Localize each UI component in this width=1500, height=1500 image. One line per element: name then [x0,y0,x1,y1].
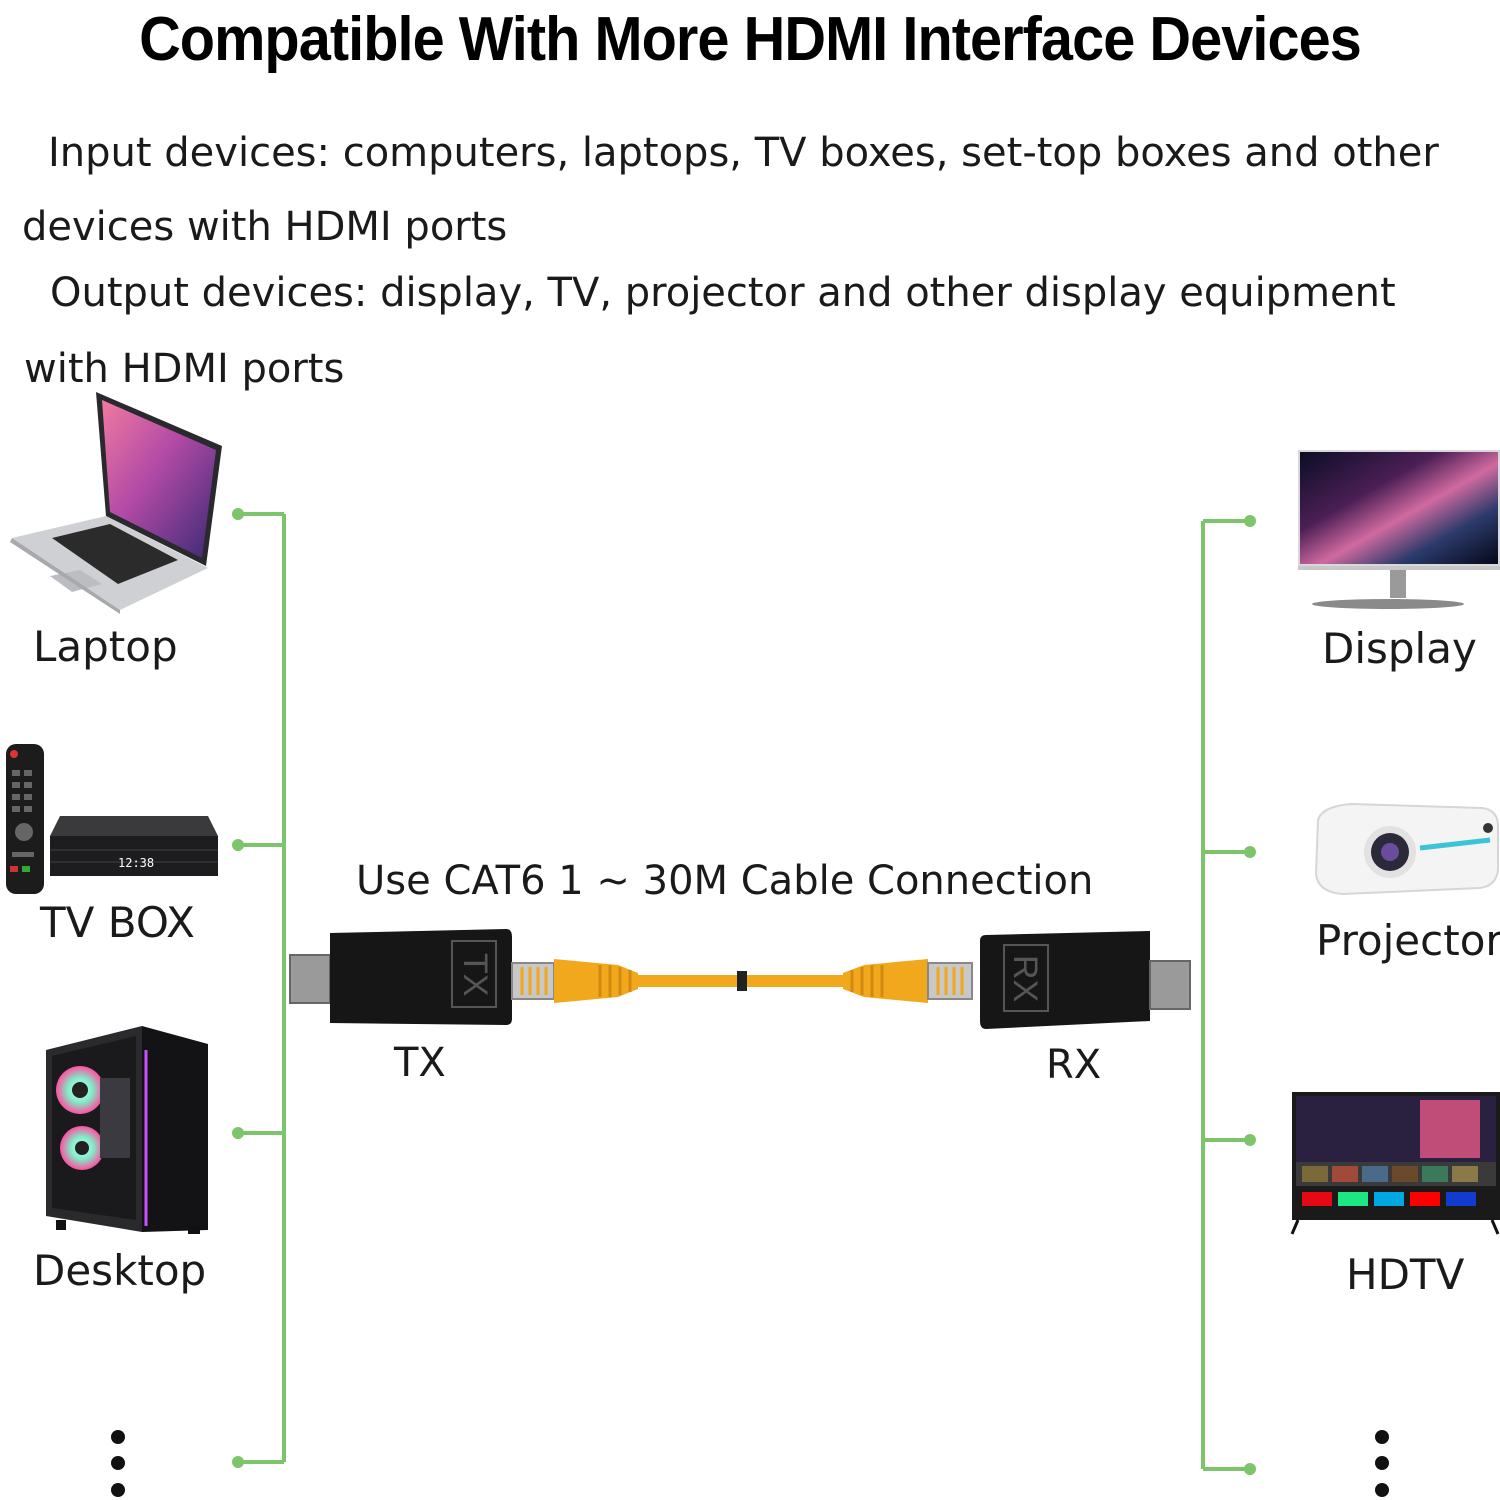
more-outputs-dot [1375,1456,1389,1470]
tx-rj45-plug [511,962,555,1000]
output-node [1244,515,1256,527]
input-bracket [238,512,286,1464]
device-label-projector: Projector [1316,916,1500,965]
tx-adapter-text: TX [456,953,494,996]
output-node [1244,846,1256,858]
input-description-line2: devices with HDMI ports [22,204,508,250]
page-title: Compatible With More HDMI Interface Devi… [139,5,1362,74]
rx-cable-boot [843,959,928,1003]
tx-adapter [330,929,512,1025]
device-label-desktop: Desktop [33,1246,207,1295]
cable-break [737,971,747,991]
extender-assembly: TX RX [289,929,1191,1029]
laptop-icon [10,392,222,614]
hdtv-icon [1290,1092,1500,1235]
input-node [232,1127,244,1139]
rx-label: RX [1046,1042,1102,1088]
more-outputs-dot [1375,1483,1389,1497]
rx-rj45-plug [927,962,973,1000]
rx-hdmi-plug [1149,960,1191,1010]
cable-caption: Use CAT6 1 ~ 30M Cable Connection [356,858,1094,904]
input-node [232,508,244,520]
input-description-line1: Input devices: computers, laptops, TV bo… [48,130,1439,176]
more-inputs-dot [111,1430,125,1444]
tx-hdmi-plug [289,954,331,1004]
device-label-laptop: Laptop [33,622,178,671]
tv-box-icon: 12:38 [6,744,218,894]
output-node [1244,1134,1256,1146]
device-label-hdtv: HDTV [1346,1250,1465,1299]
rx-adapter-text: RX [1006,955,1044,1002]
more-outputs-dot [1375,1430,1389,1444]
more-inputs-dot [111,1483,125,1497]
output-bracket [1201,519,1250,1471]
projector-icon [1314,802,1499,896]
device-label-tv-box: TV BOX [40,898,195,947]
desktop-icon [46,1026,208,1234]
output-node [1244,1463,1256,1475]
monitor-icon [1298,450,1500,609]
tx-cable-boot [554,959,638,1003]
tvbox-clock: 12:38 [118,856,154,870]
input-node [232,1456,244,1468]
output-description-line1: Output devices: display, TV, projector a… [50,270,1396,316]
device-label-display: Display [1322,624,1477,673]
more-inputs-dot [111,1456,125,1470]
rx-adapter [980,931,1150,1029]
output-description-line2: with HDMI ports [24,346,345,392]
tx-label: TX [394,1040,446,1086]
input-node [232,839,244,851]
